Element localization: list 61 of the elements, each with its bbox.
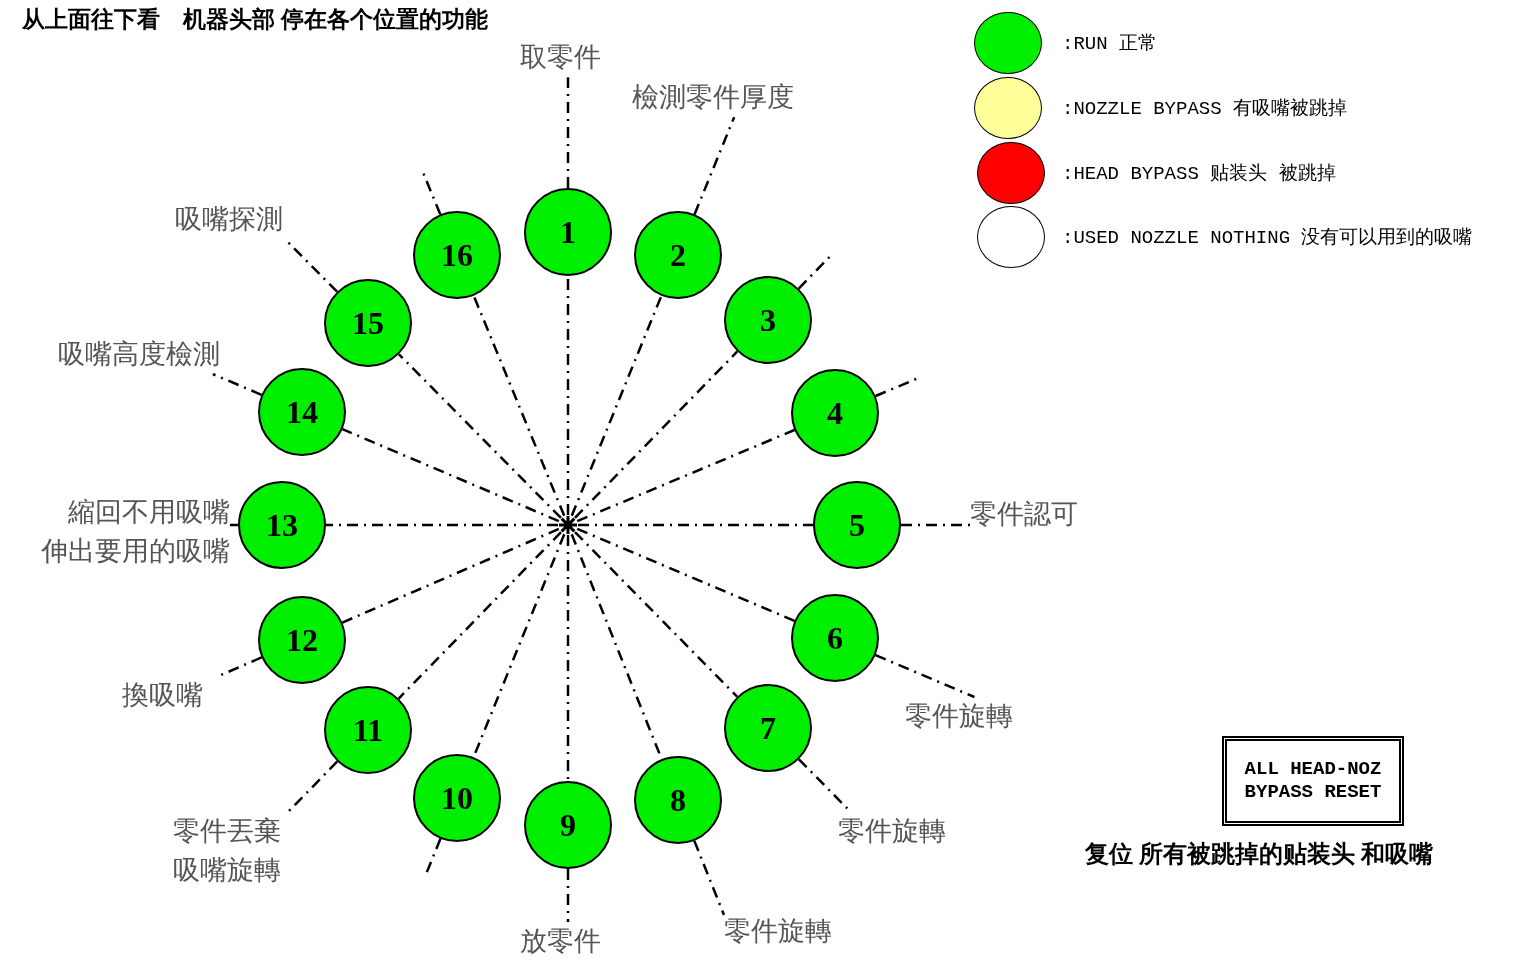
spoke-line <box>578 523 813 527</box>
station-circle: 6 <box>791 594 879 682</box>
station-circle: 15 <box>324 279 412 367</box>
spoke-line <box>570 295 663 517</box>
leader-line <box>875 376 919 398</box>
spoke-line <box>326 523 558 527</box>
spoke-line <box>566 535 570 781</box>
spoke-line <box>342 428 560 523</box>
spoke-line <box>576 527 795 622</box>
station-label: 檢測零件厚度 <box>632 81 795 114</box>
station-label: 放零件 <box>520 925 602 958</box>
spoke-line <box>576 428 795 523</box>
spoke-line <box>574 531 738 698</box>
spoke-line <box>341 527 560 624</box>
legend-label: :HEAD BYPASS 贴装头 被跳掉 <box>1062 162 1336 186</box>
station-circle: 13 <box>238 481 326 569</box>
leader-line <box>218 656 263 678</box>
station-circle: 16 <box>413 211 501 299</box>
title: 从上面往下看 机器头部 停在各个位置的功能 <box>22 6 488 34</box>
legend-label: :USED NOZZLE NOTHING 没有可以用到的吸嘴 <box>1062 226 1473 250</box>
leader-line <box>566 869 570 922</box>
station-circle: 4 <box>791 369 879 457</box>
station-circle: 1 <box>524 188 612 276</box>
station-label: 零件旋轉 <box>905 700 1014 733</box>
leader-line <box>230 523 238 527</box>
station-circle: 12 <box>258 596 346 684</box>
spoke-line <box>472 295 566 517</box>
spoke-line <box>566 276 570 515</box>
station-label: 零件旋轉 <box>724 915 833 948</box>
station-circle: 10 <box>413 754 501 842</box>
leader-line <box>693 116 736 215</box>
station-circle: 11 <box>324 686 412 774</box>
station-label: 吸嘴高度檢測 <box>58 338 221 371</box>
station-label: 換吸嘴 <box>122 679 204 712</box>
legend-label: :RUN 正常 <box>1062 32 1157 56</box>
station-circle: 8 <box>634 756 722 844</box>
station-label: 零件丟棄吸嘴旋轉 <box>173 815 282 888</box>
leader-line <box>693 840 726 916</box>
station-label: 零件旋轉 <box>838 815 947 848</box>
station-circle: 7 <box>724 684 812 772</box>
station-label: 縮回不用吸嘴 <box>67 496 230 529</box>
leader-line <box>212 373 262 396</box>
station-circle: 5 <box>813 481 901 569</box>
leader-line <box>422 173 442 215</box>
reset-button: ALL HEAD-NOZ BYPASS RESET <box>1222 736 1404 826</box>
legend-label: :NOZZLE BYPASS 有吸嘴被跳掉 <box>1062 97 1348 121</box>
spoke-line <box>397 531 562 700</box>
leader-line <box>566 77 570 188</box>
description-text: 复位 所有被跳掉的贴装头 和吸嘴 <box>1085 840 1433 869</box>
station-label: 伸出要用的吸嘴 <box>40 535 230 569</box>
leader-line <box>875 654 975 699</box>
station-label: 取零件 <box>520 41 602 74</box>
spoke-line <box>574 350 739 519</box>
station-circle: 14 <box>258 368 346 456</box>
station-circle: 2 <box>634 211 722 299</box>
leader-line <box>901 523 970 527</box>
station-circle: 3 <box>724 276 812 364</box>
station-circle: 9 <box>524 781 612 869</box>
station-label: 吸嘴探測 <box>175 203 284 236</box>
spoke-line <box>398 353 562 519</box>
station-label: 零件認可 <box>970 498 1079 531</box>
